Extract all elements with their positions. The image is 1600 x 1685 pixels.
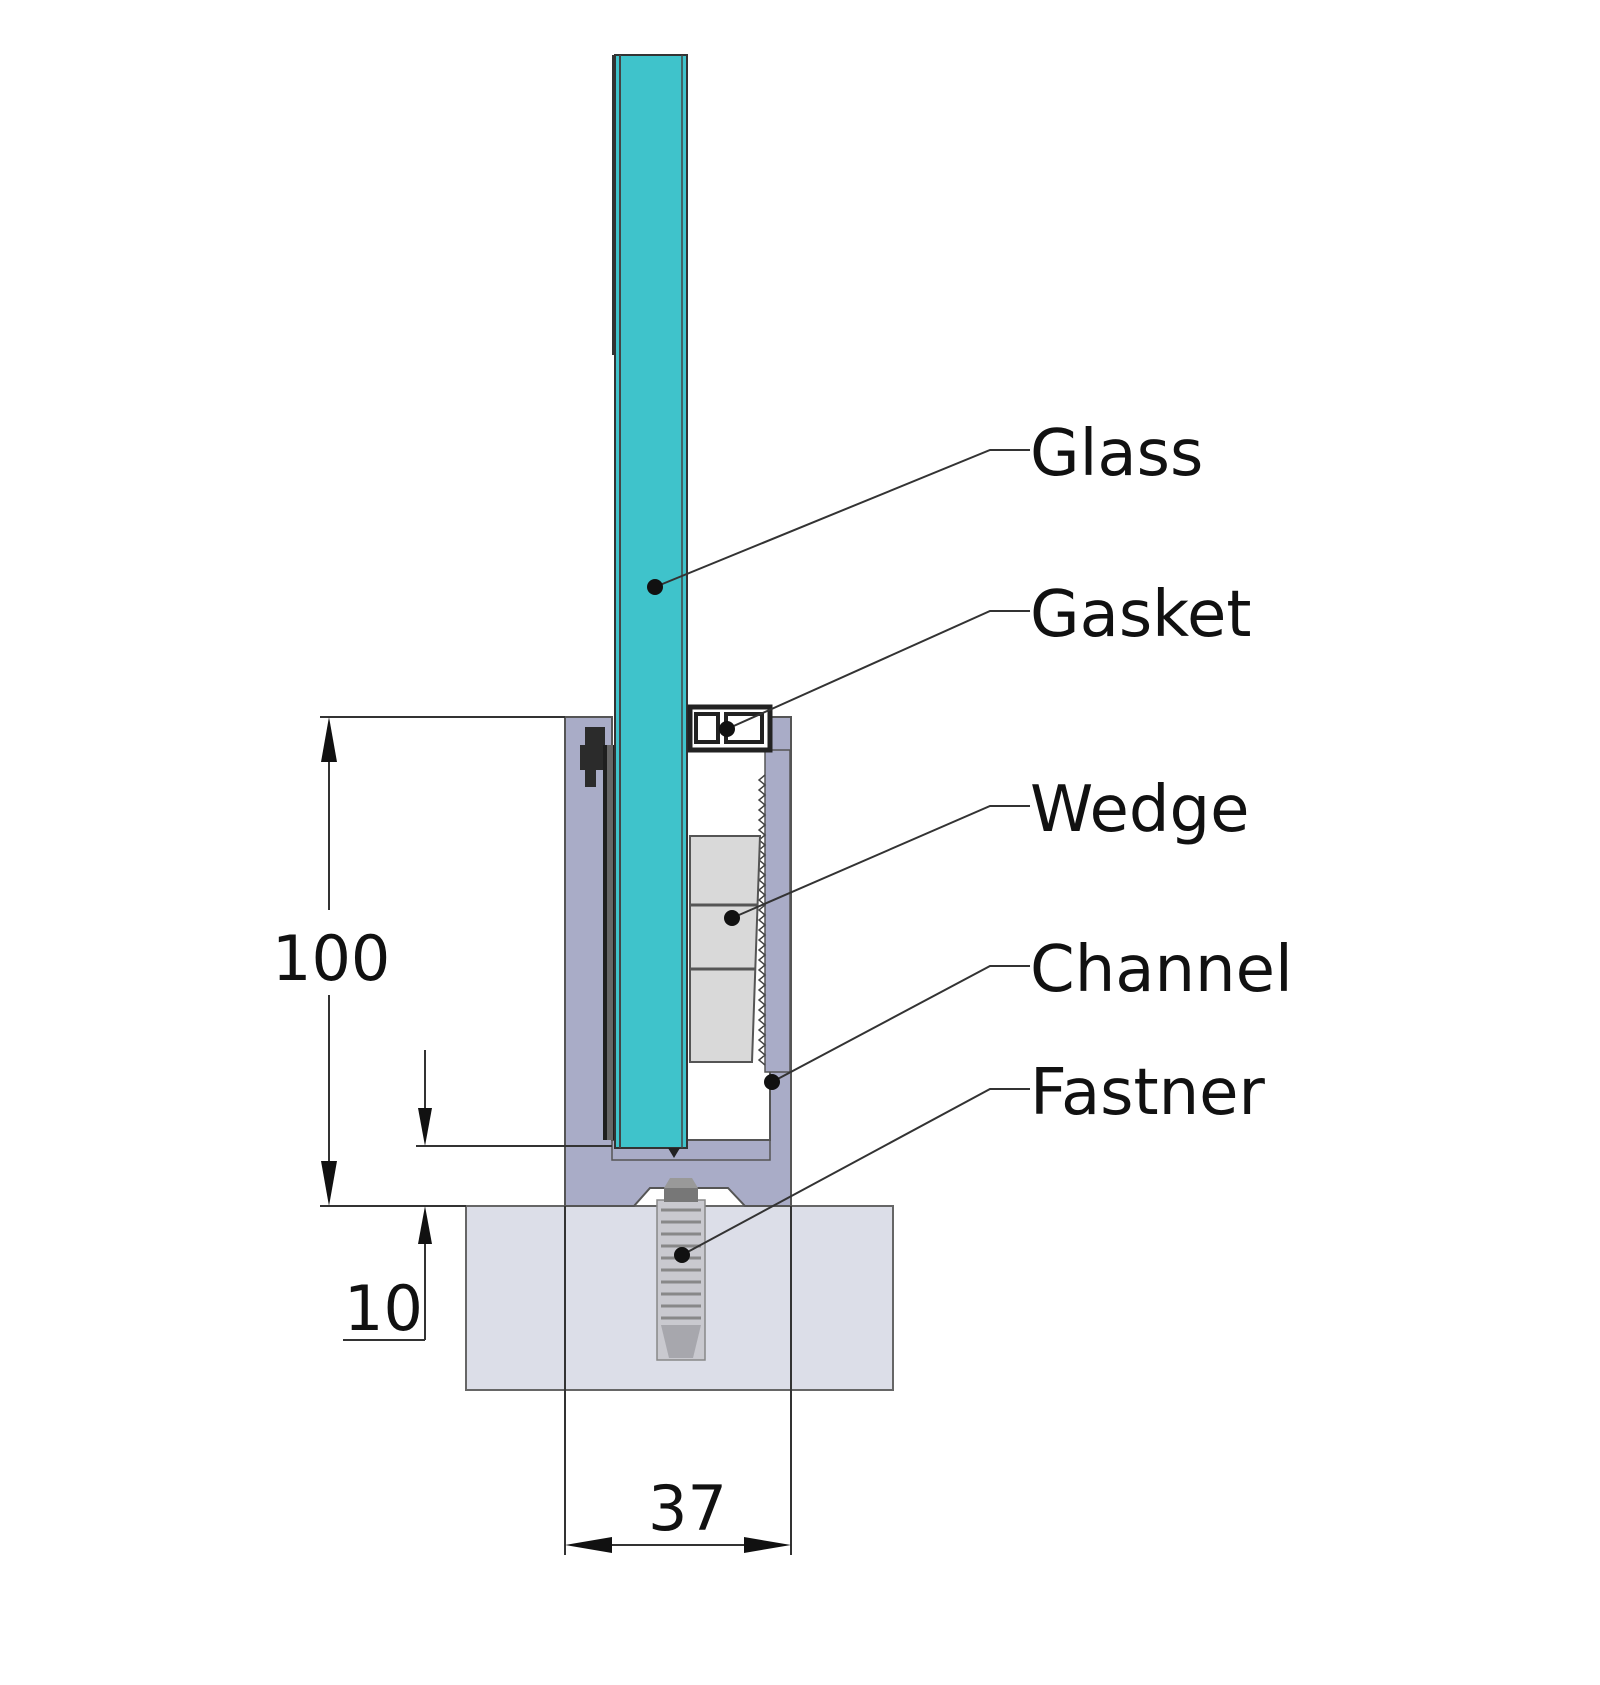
glass-left-film — [612, 55, 616, 355]
left-liner-inner — [607, 745, 613, 1140]
fastener-head — [664, 1188, 698, 1202]
channel-floor-recess — [611, 1140, 771, 1161]
gasket-leader-dot — [719, 721, 735, 737]
dim-37-arrow-right — [744, 1537, 791, 1553]
label-gasket: Gasket — [1030, 578, 1251, 652]
left-gasket — [580, 727, 614, 787]
fastener-head-top — [664, 1178, 698, 1188]
label-wedge: Wedge — [1030, 773, 1250, 847]
dim-10-arrow-down — [418, 1108, 432, 1146]
serration-teeth — [757, 774, 767, 1066]
fastener-leader — [681, 1088, 1030, 1256]
gasket-leader — [726, 610, 1030, 730]
wedge-leader-dot — [724, 910, 740, 926]
label-fastener: Fastner — [1030, 1056, 1266, 1130]
label-channel: Channel — [1030, 933, 1293, 1007]
channel-serrated-wall — [764, 749, 791, 1073]
fastener-leader-dot — [674, 1247, 690, 1263]
glass-panel — [614, 54, 688, 1149]
channel-leader — [771, 965, 1030, 1083]
wedge-block — [689, 835, 762, 1063]
dim-10-label: 10 — [344, 1272, 423, 1345]
dim-100-label: 100 — [272, 922, 390, 995]
glass-tip — [668, 1148, 680, 1158]
dim-37-label: 37 — [648, 1472, 727, 1545]
glass-leader-dot — [647, 579, 663, 595]
dim-100-arrow-down — [321, 1161, 337, 1206]
fastener-tip — [661, 1325, 701, 1358]
dim-10-arrow-up — [418, 1206, 432, 1244]
channel-leader-dot — [764, 1074, 780, 1090]
dim-100-arrow-up — [321, 717, 337, 762]
dim-37-arrow-left — [565, 1537, 612, 1553]
glass-leader — [654, 449, 1030, 588]
label-glass: Glass — [1030, 417, 1203, 491]
top-gasket-cell-1 — [694, 712, 720, 744]
wedge-leader — [731, 805, 1030, 919]
